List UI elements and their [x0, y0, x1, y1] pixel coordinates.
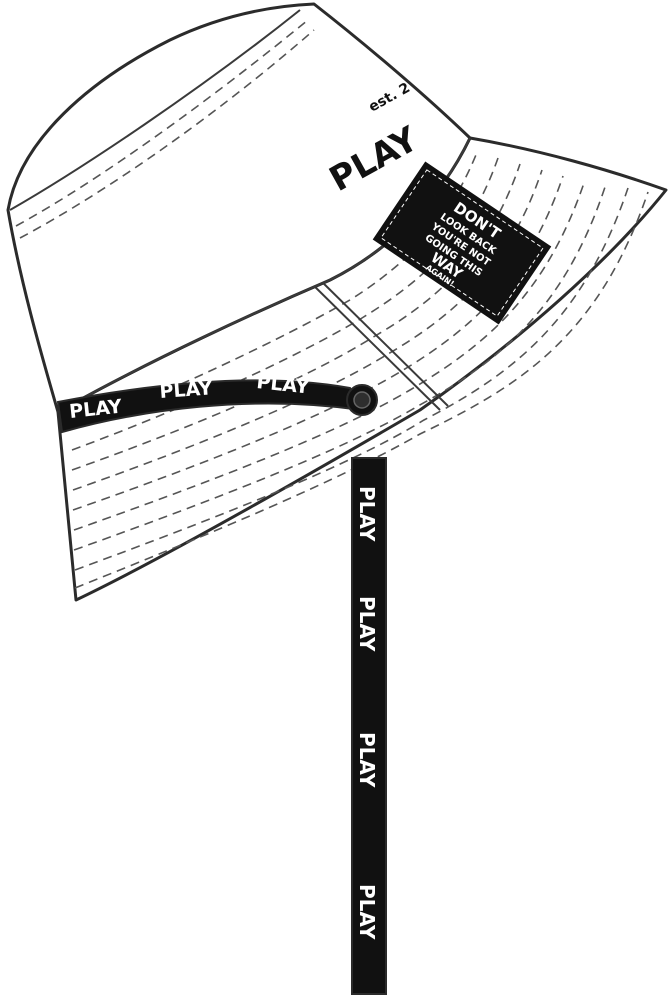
brim-seam — [305, 277, 441, 411]
drawcord: PLAY PLAY PLAY PLAY — [351, 457, 387, 995]
hat-crown — [6, 2, 472, 414]
drawcord-word-4: PLAY — [355, 884, 379, 940]
drawcord-word-1: PLAY — [355, 486, 379, 542]
crown-top-stitching — [15, 19, 309, 227]
crown-top-stitching — [19, 29, 315, 239]
drawcord-word-3: PLAY — [355, 732, 379, 788]
grommet-icon — [346, 384, 378, 416]
drawcord-word-2: PLAY — [355, 596, 379, 652]
slogan-patch: DON'T LOOK BACK YOU'RE NOT GOING THIS WA… — [372, 161, 552, 325]
brim-seam — [315, 275, 449, 407]
band-word-2: PLAY — [159, 377, 213, 403]
band-tape: PLAY PLAY PLAY — [56, 371, 378, 434]
crown-top-seam — [9, 9, 301, 211]
